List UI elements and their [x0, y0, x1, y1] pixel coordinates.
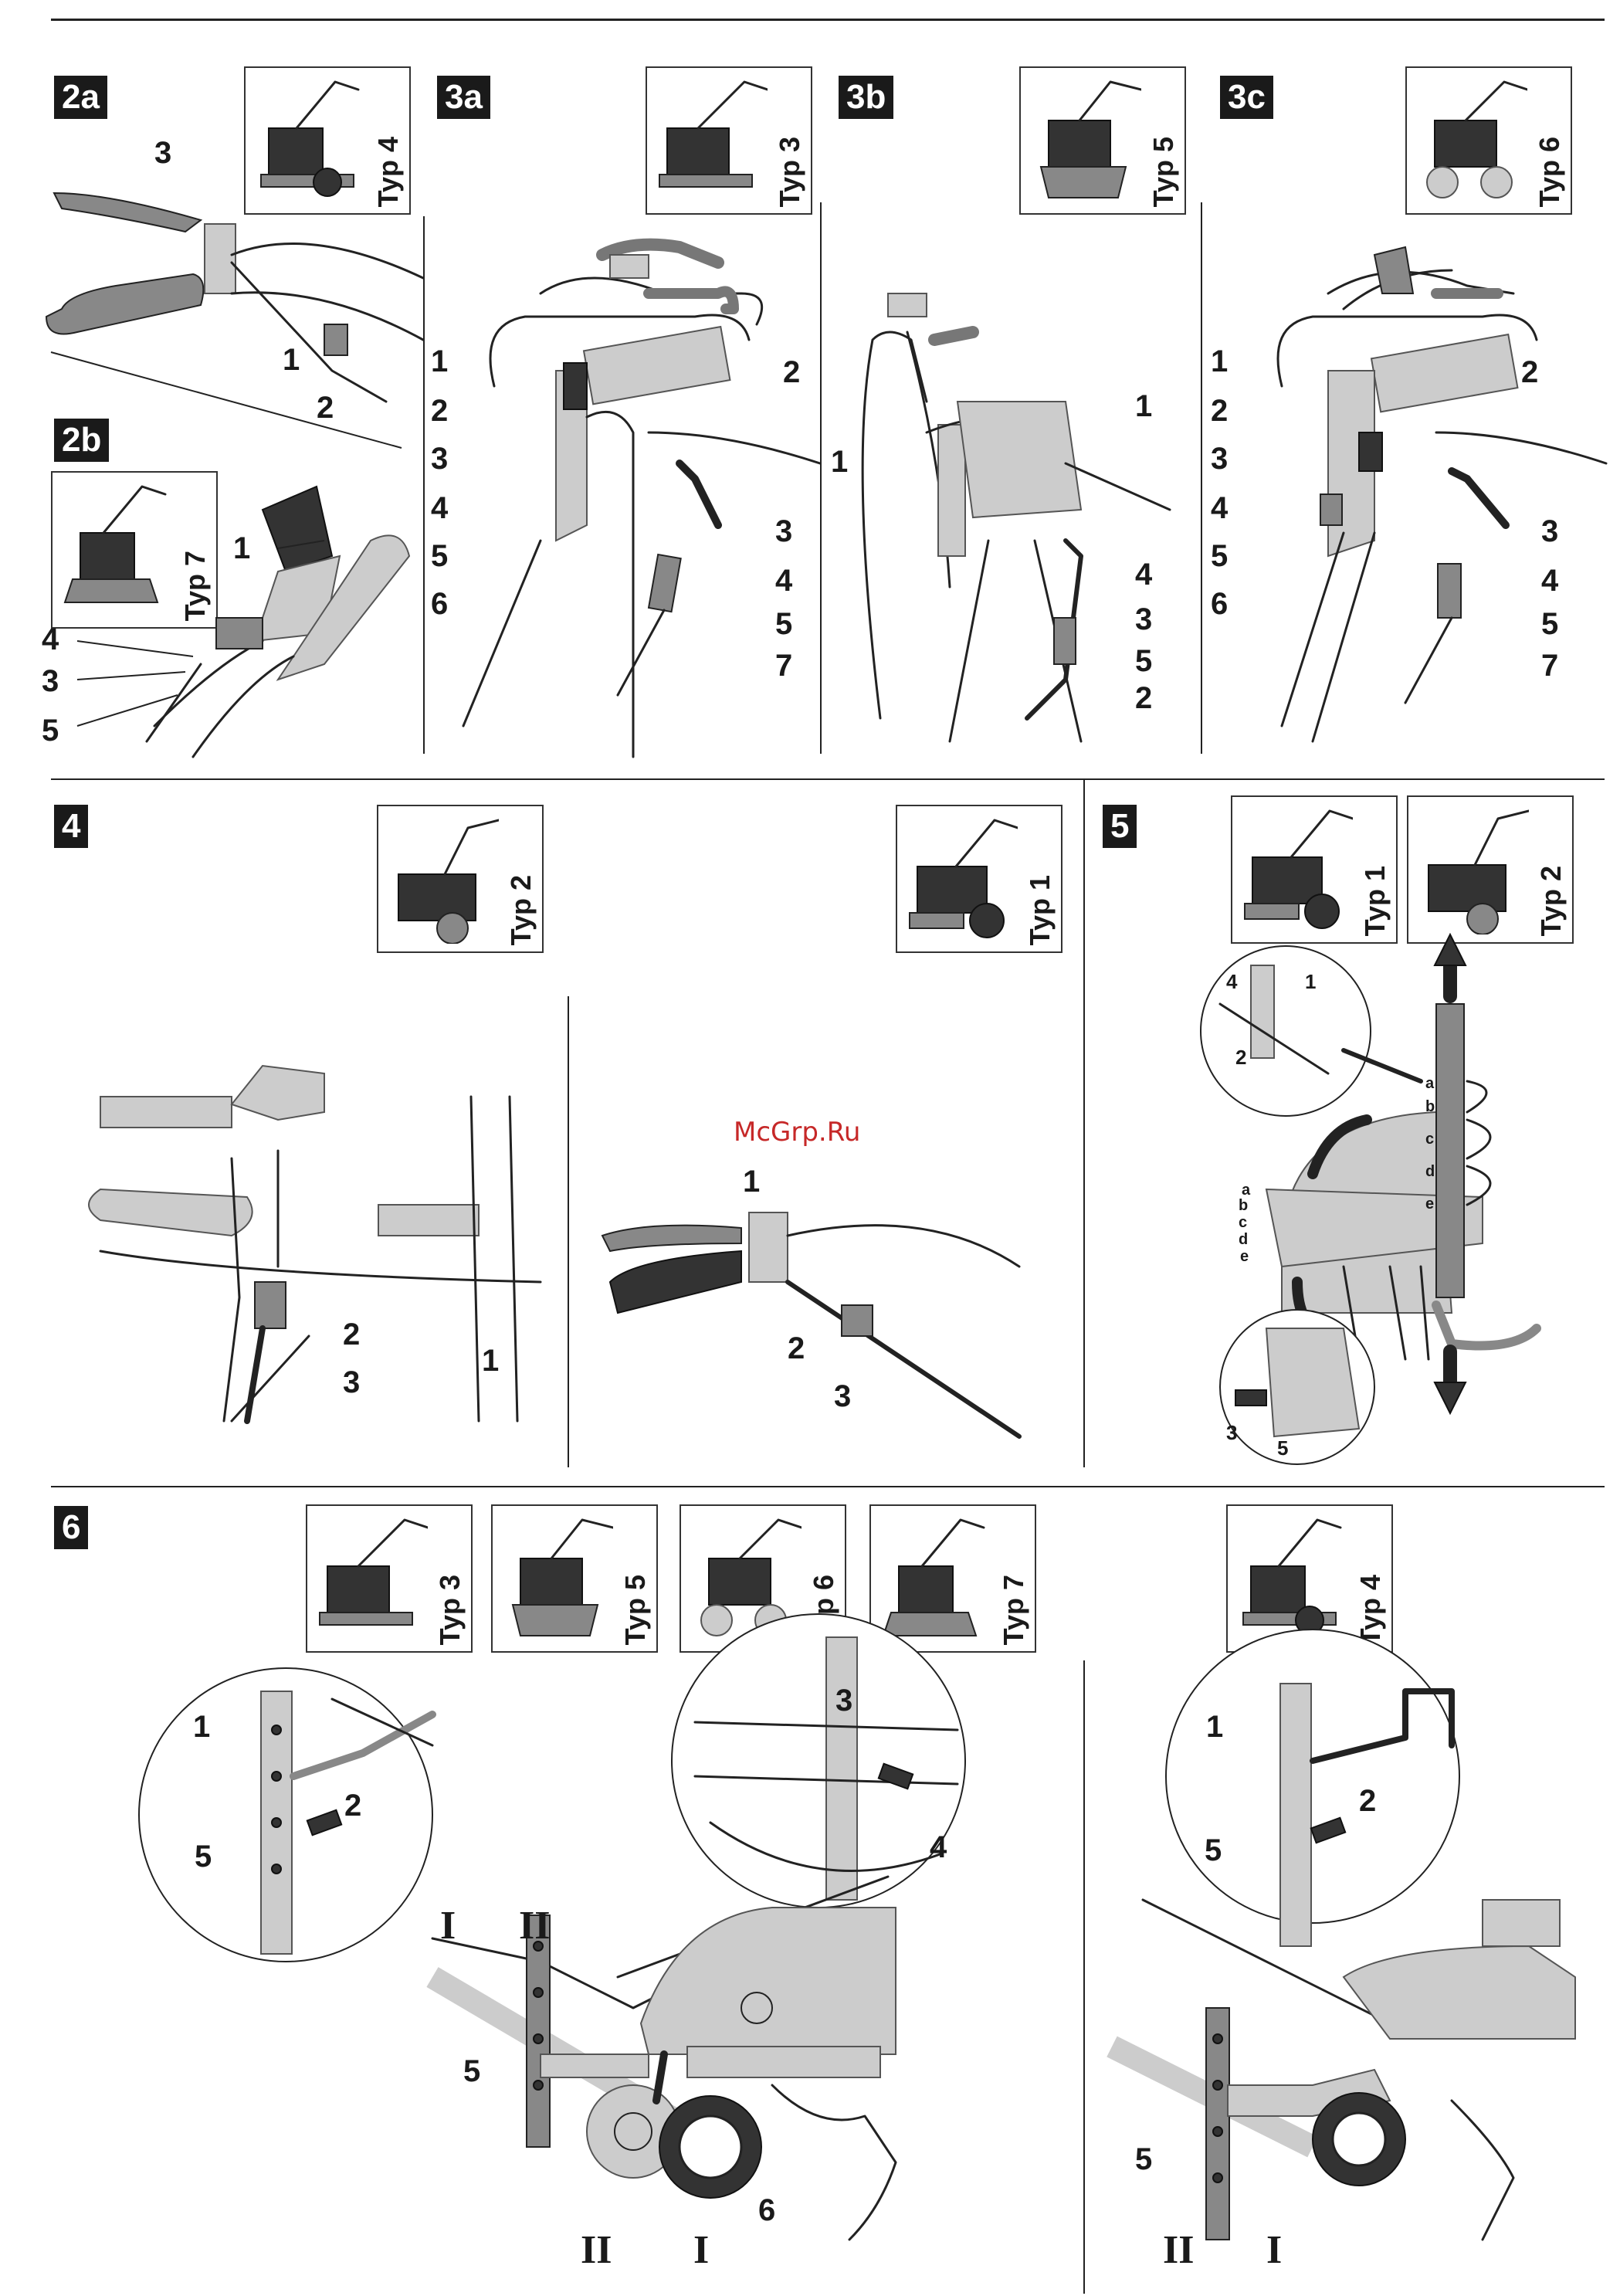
position-label-I-right: I [1266, 2227, 1282, 2273]
position-label-I-top: I [440, 1903, 456, 1948]
callout-6-left-1: 1 [193, 1710, 210, 1745]
position-label-II-top: II [519, 1903, 550, 1948]
position-label-I-bottom: I [693, 2227, 709, 2273]
callout-6-left-2: 2 [344, 1789, 361, 1823]
callout-6-bottom-5-left: 5 [463, 2054, 480, 2089]
callout-6-right-panel-2: 2 [1359, 1784, 1376, 1819]
callout-6-right-panel-5: 5 [1205, 1833, 1222, 1868]
position-label-II-bottom: II [581, 2227, 612, 2273]
callout-6-bottom-5-right: 5 [1135, 2142, 1152, 2177]
position-label-II-right: II [1163, 2227, 1194, 2273]
callout-6-left-5: 5 [195, 1840, 212, 1874]
callout-6-right-detail-3: 3 [835, 1684, 852, 1718]
callout-6-right-panel-1: 1 [1206, 1710, 1223, 1745]
callout-6-right-detail-4: 4 [930, 1830, 947, 1865]
callout-6-bottom-6: 6 [758, 2193, 775, 2228]
